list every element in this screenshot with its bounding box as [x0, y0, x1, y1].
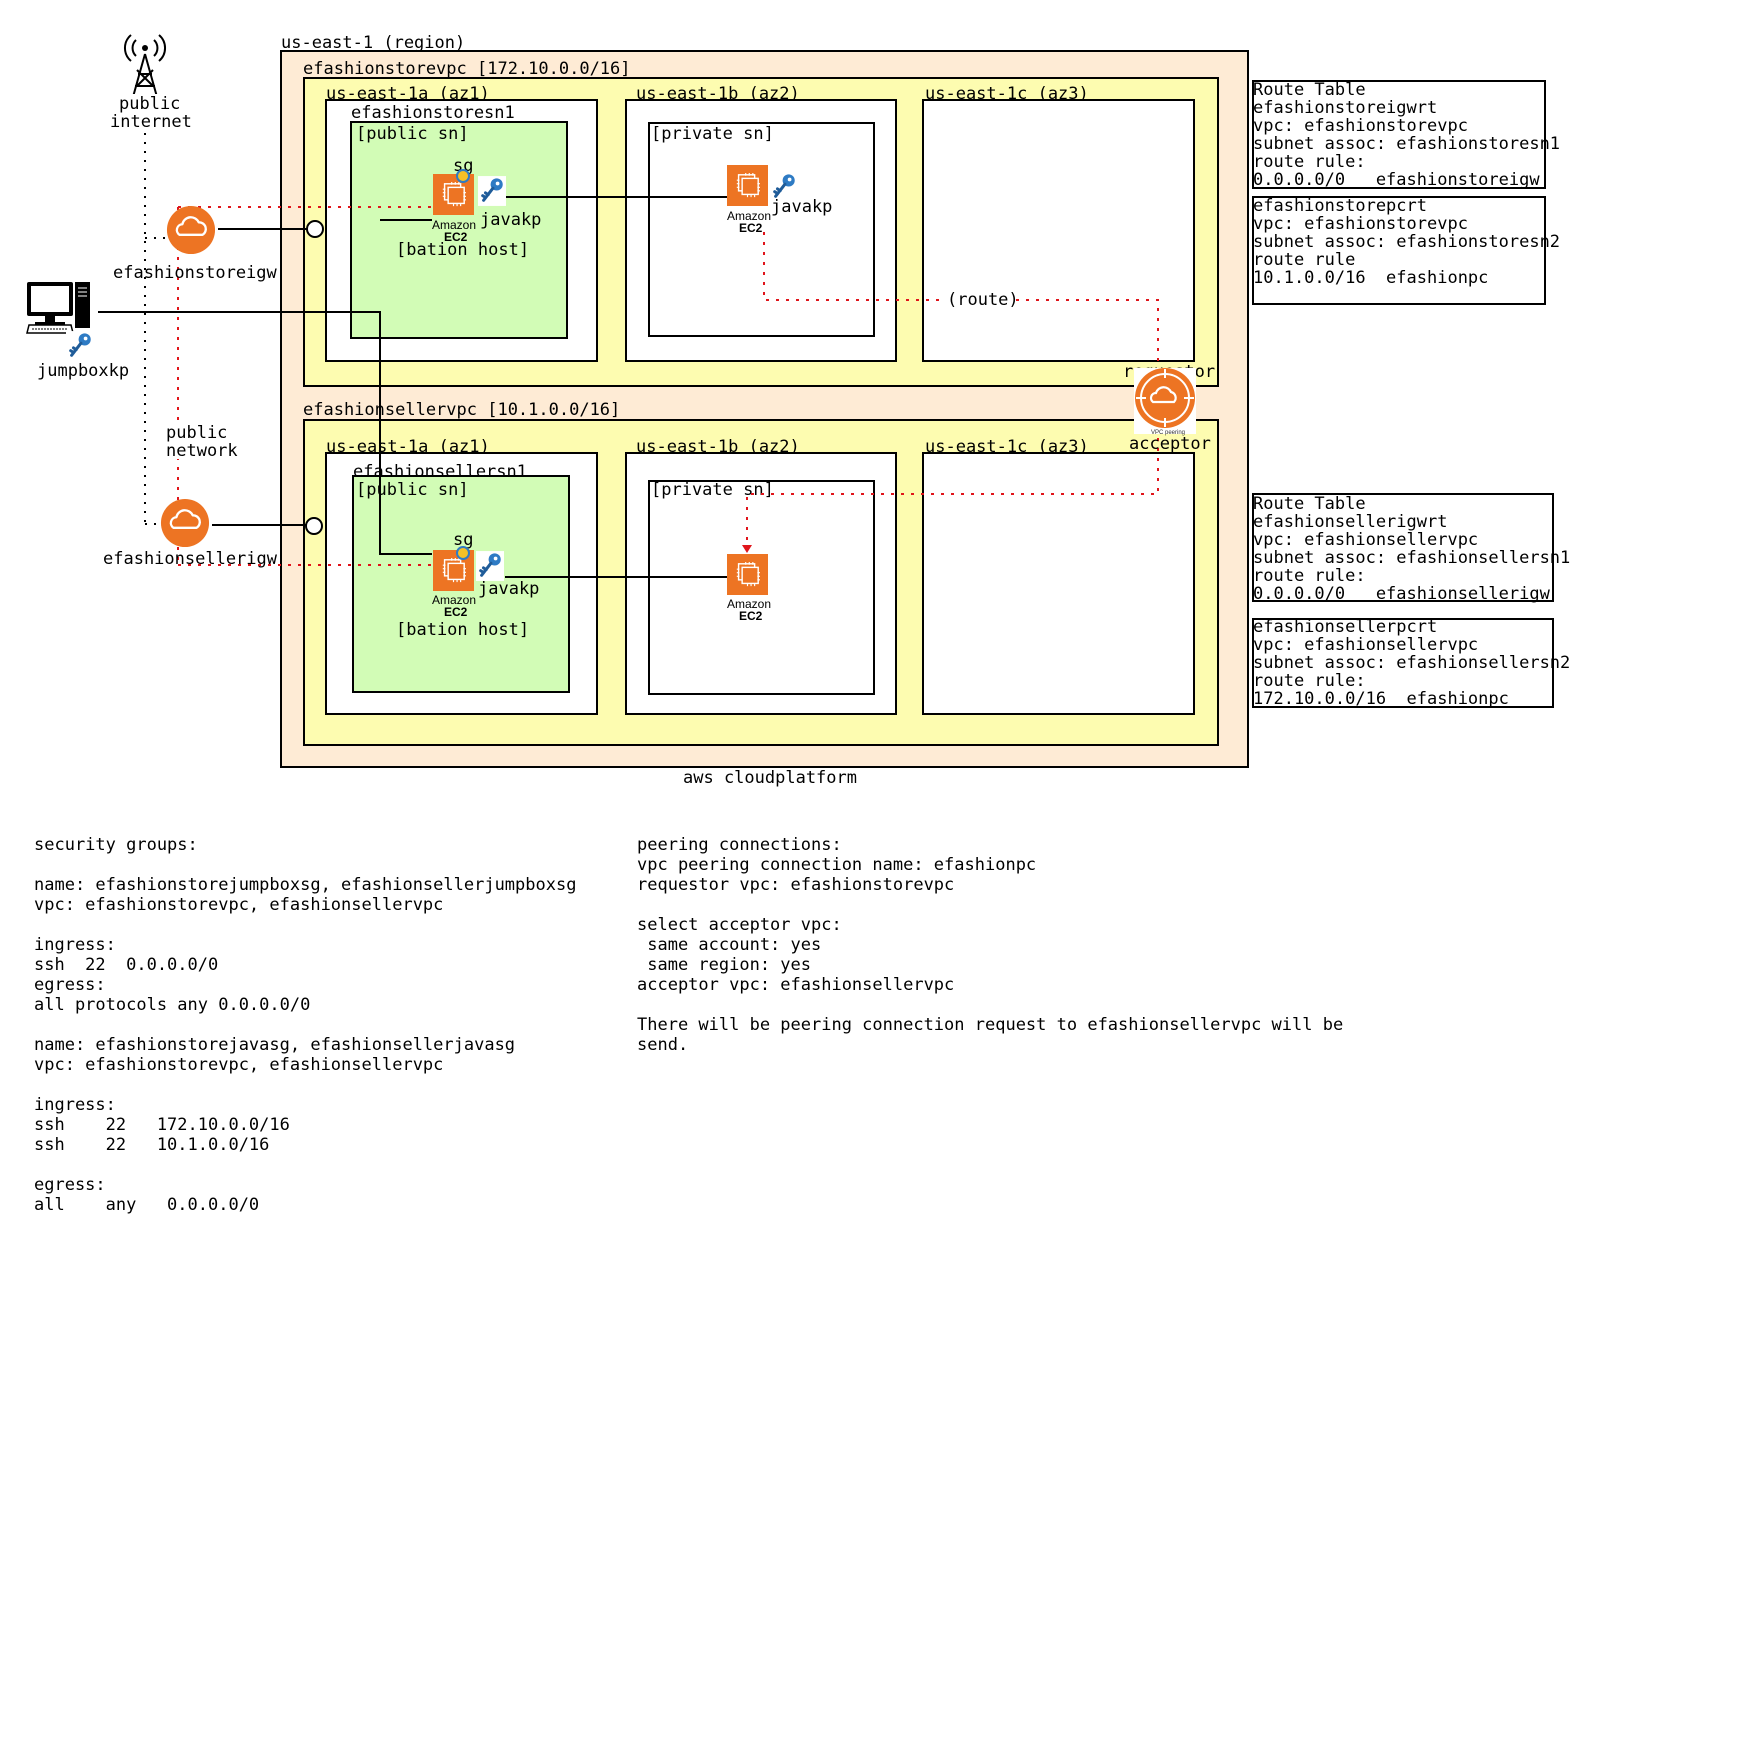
seller-bastion-ec2-line2: EC2 [444, 605, 468, 619]
store-private-key-label: javakp [771, 197, 832, 217]
desktop-computer-icon[interactable] [26, 282, 90, 334]
seller-private-ec2-icon[interactable] [727, 554, 768, 595]
seller-bastion-key-icon [476, 551, 504, 581]
public-network-label-1: public [166, 423, 227, 443]
route-table-seller-pc-text: efashionsellerpcrt vpc: efashionsellervp… [1253, 617, 1570, 709]
seller-public-sn-label: [public sn] [356, 480, 469, 500]
store-private-ec2-line1: Amazon [727, 209, 771, 223]
rt-line: subnet assoc: efashionstoresn2 [1253, 232, 1560, 252]
rt-line: vpc: efashionstorevpc [1253, 214, 1468, 234]
store-private-sn-label: [private sn] [651, 124, 774, 144]
store-public-sn-label: [public sn] [356, 124, 469, 144]
antenna-tower-icon [124, 34, 166, 98]
seller-az1-label: us-east-1a (az1) [326, 437, 490, 457]
rt-line: 172.10.0.0/16 efashionpc [1253, 689, 1509, 709]
jumpbox-connection [98, 311, 432, 555]
rt-line: subnet assoc: efashionstoresn1 [1253, 134, 1560, 154]
seller-private-ec2-line1: Amazon [727, 597, 771, 611]
rt-line: subnet assoc: efashionsellersn1 [1253, 548, 1570, 568]
store-private-ec2-icon[interactable] [727, 165, 768, 206]
seller-bastion-label: [bation host] [396, 620, 529, 640]
store-bastion-key-icon [478, 176, 506, 206]
store-az3-box [922, 99, 1195, 362]
store-sg-shield-icon [456, 169, 470, 183]
rt-line: efashionstoreigwrt [1253, 98, 1437, 118]
public-network-label-bg [163, 423, 235, 459]
seller-igw-cloud-icon[interactable] [160, 498, 210, 548]
vpc-peering-icon[interactable]: VPC peering [1134, 368, 1196, 436]
tower-label-internet: internet [110, 112, 192, 132]
tower-label-bg [108, 94, 186, 128]
seller-private-sn-label: [private sn] [651, 480, 774, 500]
public-network-line [144, 124, 167, 525]
seller-igw-label: efashionsellerigw [103, 549, 278, 569]
rt-line: route rule: [1253, 152, 1366, 172]
seller-bastion-ec2-line1: Amazon [432, 593, 476, 607]
rt-line: vpc: efashionsellervpc [1253, 530, 1478, 550]
rt-line: Route Table [1253, 494, 1366, 514]
store-az2-label: us-east-1b (az2) [636, 84, 800, 104]
rt-line: efashionsellerpcrt [1253, 617, 1437, 637]
route-table-seller-igw-text: Route Table efashionsellerigwrt vpc: efa… [1253, 494, 1570, 604]
store-igw-cloud-icon[interactable] [166, 205, 216, 255]
store-public-subnet [350, 121, 568, 339]
store-bastion-label: [bation host] [396, 240, 529, 260]
store-vpc-label: efashionstorevpc [172.10.0.0/16] [303, 59, 631, 79]
seller-sg-label: sg [453, 530, 473, 550]
rt-line: Route Table [1253, 80, 1366, 100]
store-igw-label: efashionstoreigw [113, 263, 278, 283]
seller-private-ec2-line2: EC2 [739, 609, 763, 623]
peering-acceptor-label: acceptor [1129, 434, 1211, 454]
security-groups-notes: security groups: name: efashionstorejump… [34, 835, 577, 1215]
store-bastion-ec2-line2: EC2 [444, 230, 468, 244]
seller-az2-label: us-east-1b (az2) [636, 437, 800, 457]
seller-bastion-key-label: javakp [478, 579, 539, 599]
platform-label: aws cloudplatform [683, 768, 857, 788]
store-subnet-name: efashionstoresn1 [351, 103, 515, 123]
peering-route-arrowhead [742, 545, 752, 553]
route-label: (route) [947, 290, 1019, 310]
rt-line: efashionsellerigwrt [1253, 512, 1447, 532]
seller-subnet-name: efashionsellersn1 [353, 462, 527, 482]
public-network-label-2: network [166, 441, 238, 461]
rt-line: vpc: efashionstorevpc [1253, 116, 1468, 136]
rt-line: subnet assoc: efashionsellersn2 [1253, 653, 1570, 673]
rt-line: efashionstorepcrt [1253, 196, 1427, 216]
jumpbox-key-label: jumpboxkp [37, 361, 129, 381]
route-table-store-igw [1252, 80, 1546, 189]
rt-line: vpc: efashionsellervpc [1253, 635, 1478, 655]
jumpbox-key-icon [66, 331, 94, 361]
store-bastion-ec2-line1: Amazon [432, 218, 476, 232]
tower-label-public: public [119, 94, 180, 114]
store-private-ec2-line2: EC2 [739, 221, 763, 235]
rt-line: route rule: [1253, 671, 1366, 691]
route-table-seller-pc [1252, 618, 1554, 708]
store-az1-label: us-east-1a (az1) [326, 84, 490, 104]
route-table-store-igw-text: Route Table efashionstoreigwrt vpc: efas… [1253, 80, 1560, 190]
seller-az3-box [922, 452, 1195, 715]
vpc-peering-caption: VPC peering [1151, 430, 1185, 436]
route-table-store-pc [1252, 196, 1546, 305]
seller-vpc-label: efashionsellervpc [10.1.0.0/16] [303, 400, 620, 420]
seller-az3-label: us-east-1c (az3) [925, 437, 1089, 457]
rt-line: 0.0.0.0/0 efashionsellerigw [1253, 584, 1551, 604]
seller-sg-shield-icon [456, 546, 470, 560]
route-table-store-pc-text: efashionstorepcrt vpc: efashionstorevpc … [1253, 196, 1560, 288]
peering-connections-notes: peering connections: vpc peering connect… [637, 835, 1344, 1055]
rt-line: route rule: [1253, 566, 1366, 586]
store-az3-label: us-east-1c (az3) [925, 84, 1089, 104]
rt-line: 0.0.0.0/0 efashionstoreigw [1253, 170, 1540, 190]
seller-igw-endpoint [305, 517, 323, 535]
store-igw-endpoint [306, 220, 324, 238]
rt-line: 10.1.0.0/16 efashionpc [1253, 268, 1488, 288]
rt-line: route rule [1253, 250, 1355, 270]
region-label: us-east-1 (region) [281, 33, 465, 53]
route-label-bg [946, 290, 1012, 308]
route-table-seller-igw [1252, 493, 1554, 602]
store-bastion-key-label: javakp [480, 210, 541, 230]
